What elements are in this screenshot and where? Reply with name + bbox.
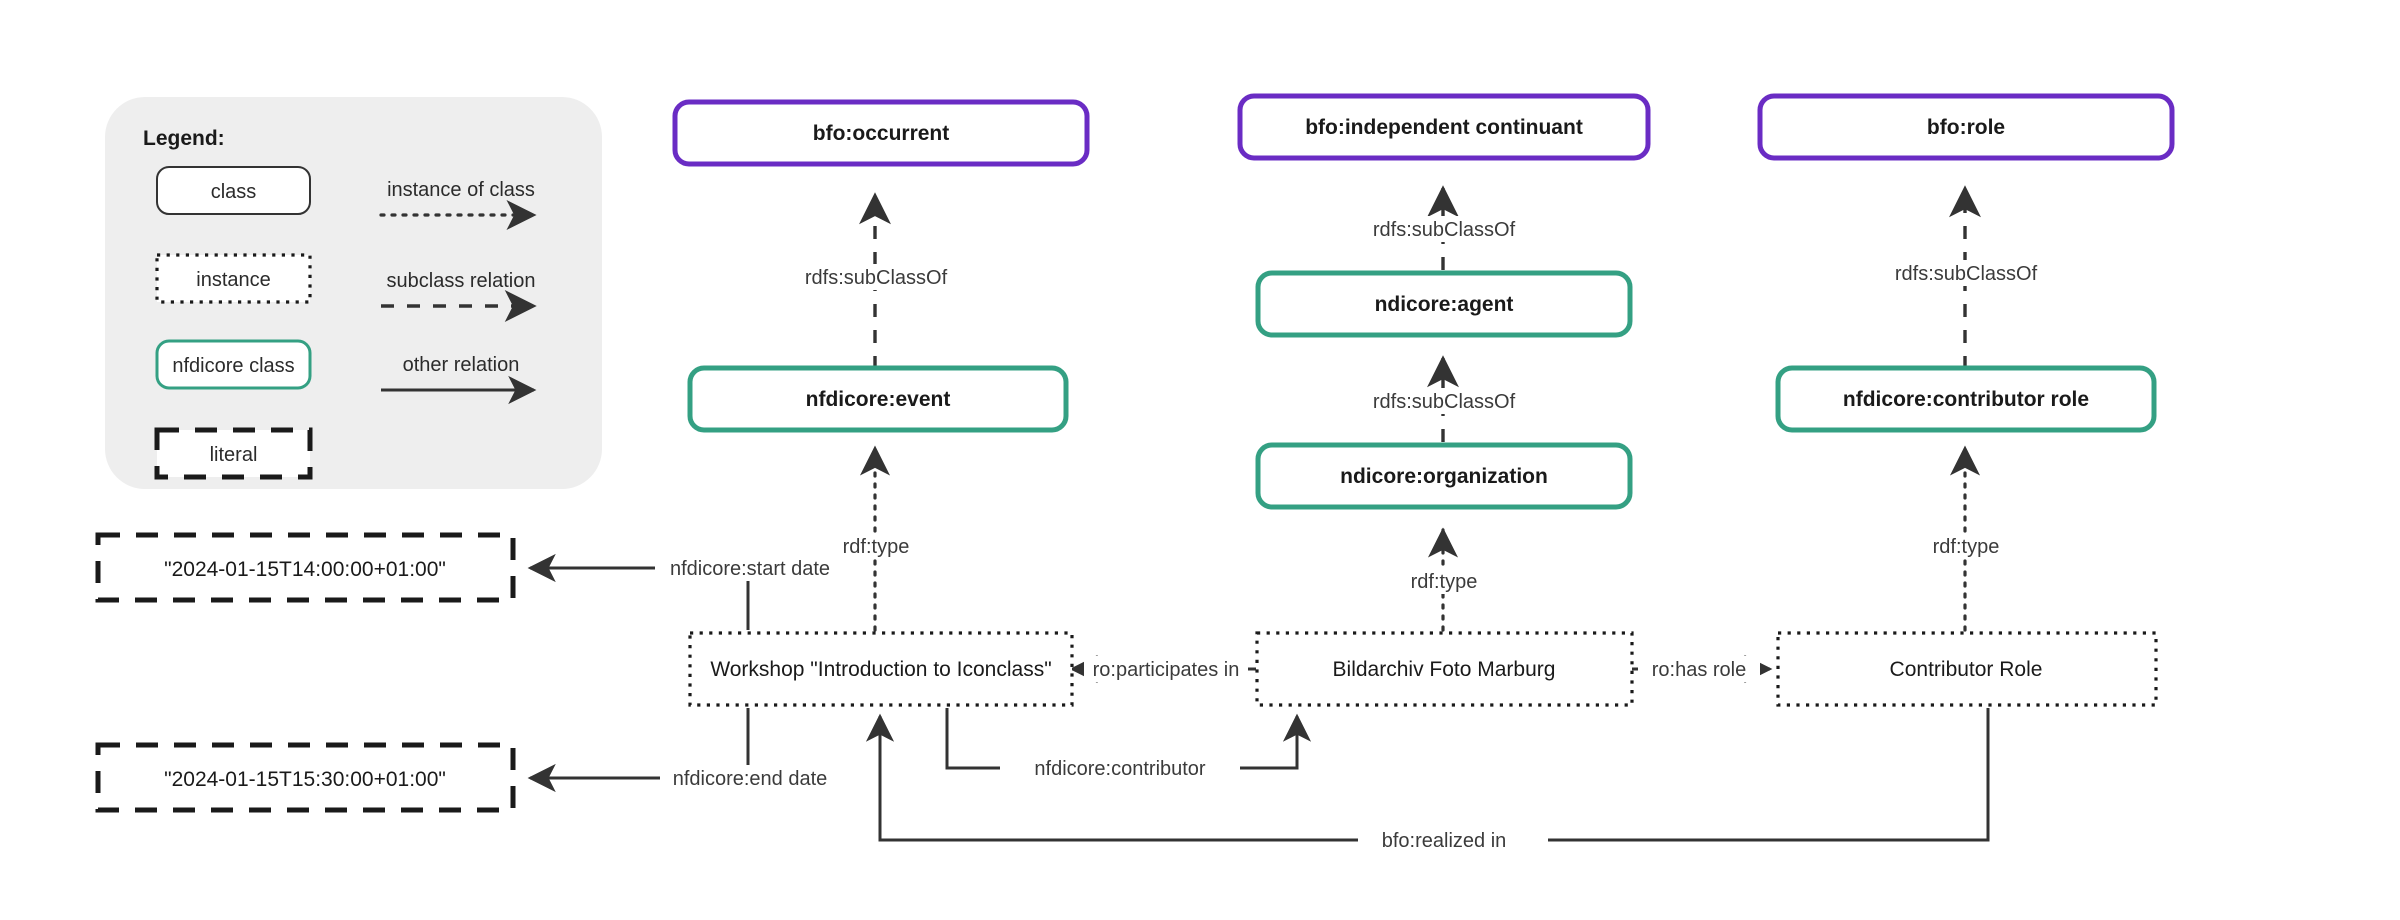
contributor-role-instance-label: Contributor Role (1890, 658, 2043, 681)
edge-label-start-date: nfdicore:start date (670, 558, 830, 580)
edge-label-subclass-organization: rdfs:subClassOf (1373, 391, 1516, 413)
bfo-role-label: bfo:role (1927, 116, 2005, 139)
edge-label-backdrop (790, 264, 962, 290)
node-workshop-instance[interactable]: Workshop "Introduction to Iconclass" (688, 631, 1074, 707)
edge-label-participates-in: ro:participates in (1093, 659, 1240, 681)
end-date-literal-label: "2024-01-15T15:30:00+01:00" (164, 768, 446, 791)
nfdicore-contributor-role-box[interactable] (1775, 365, 2157, 433)
contributor-role-instance-box[interactable] (1776, 631, 2158, 707)
node-bfo-occurrent[interactable]: bfo:occurrent (672, 99, 1090, 167)
legend-edge-other: other relation (381, 354, 537, 405)
bfo-independent-continuant-label: bfo:independent continuant (1305, 116, 1583, 139)
legend-shape-class: class (156, 166, 311, 215)
nfdicore-event-label: nfdicore:event (806, 388, 951, 411)
start-date-literal-label: "2024-01-15T14:00:00+01:00" (164, 558, 446, 581)
edge-label-backdrop (1386, 568, 1504, 594)
legend-class-box (156, 166, 311, 215)
edge-label-subclass-contributorrole: rdfs:subClassOf (1895, 263, 2038, 285)
bfo-independent-continuant-box[interactable] (1237, 93, 1651, 161)
edge-label-backdrop (1880, 260, 2052, 286)
edge-label-subclass-event: rdfs:subClassOf (805, 267, 948, 289)
workshop-instance-box[interactable] (688, 631, 1074, 707)
nfdicore-event-box[interactable] (687, 365, 1069, 433)
ndicore-agent-box[interactable] (1255, 270, 1633, 338)
node-contributor-role-instance[interactable]: Contributor Role (1776, 631, 2158, 707)
legend-instance-box (155, 253, 312, 304)
edge-label-backdrop (655, 555, 845, 581)
edge-label-backdrop (1358, 216, 1530, 242)
node-bfo-role[interactable]: bfo:role (1757, 93, 2175, 161)
legend-title: Legend: (143, 127, 225, 150)
edge-label-subclass-agent: rdfs:subClassOf (1373, 219, 1516, 241)
legend-literal-label: literal (210, 444, 258, 466)
legend-nfdicore-label: nfdicore class (172, 355, 294, 377)
ndicore-agent-label: ndicore:agent (1375, 293, 1514, 316)
edge-label-backdrop (1638, 656, 1760, 682)
ndicore-organization-box[interactable] (1255, 442, 1633, 510)
legend-nfdicore-box (155, 339, 312, 390)
bfo-occurrent-box[interactable] (672, 99, 1090, 167)
legend-edge-instance-of-class: instance of class (379, 179, 537, 231)
bildarchiv-instance-label: Bildarchiv Foto Marburg (1333, 658, 1556, 681)
end-date-literal-box[interactable] (95, 742, 516, 813)
edge-label-type-bildarchiv: rdf:type (1411, 571, 1478, 593)
node-ndicore-organization[interactable]: ndicore:organization (1255, 442, 1633, 510)
legend-edge-other-label: other relation (403, 354, 520, 376)
edge-label-backdrop (1000, 755, 1240, 781)
legend-shape-nfdicore-class: nfdicore class (155, 339, 312, 390)
legend-instance-label: instance (196, 269, 271, 291)
legend-shape-literal: literal (154, 427, 313, 480)
legend-edge-instance-label: instance of class (387, 179, 535, 201)
legend-panel: Legend: class instance nfdicore class li… (105, 97, 602, 489)
edge-label-contributor: nfdicore:contributor (1034, 758, 1206, 780)
legend-edge-subclass-label: subclass relation (387, 270, 536, 292)
workshop-instance-label: Workshop "Introduction to Iconclass" (710, 658, 1051, 681)
legend-literal-box (154, 427, 313, 480)
nfdicore-contributor-role-label: nfdicore:contributor role (1843, 388, 2089, 411)
edge-label-backdrop (1908, 533, 2026, 559)
node-start-date-literal[interactable]: "2024-01-15T14:00:00+01:00" (95, 532, 516, 603)
edge-label-end-date: nfdicore:end date (673, 768, 828, 790)
node-nfdicore-event[interactable]: nfdicore:event (687, 365, 1069, 433)
bfo-occurrent-label: bfo:occurrent (813, 122, 950, 145)
edge-label-type-contributorrole: rdf:type (1933, 536, 2000, 558)
node-nfdicore-contributor-role[interactable]: nfdicore:contributor role (1775, 365, 2157, 433)
node-ndicore-agent[interactable]: ndicore:agent (1255, 270, 1633, 338)
edge-label-backdrop (660, 765, 840, 791)
node-bfo-independent-continuant[interactable]: bfo:independent continuant (1237, 93, 1651, 161)
edge-label-realized-in: bfo:realized in (1382, 830, 1507, 852)
edge-label-backdrop (1358, 827, 1548, 853)
ndicore-organization-label: ndicore:organization (1340, 465, 1548, 488)
legend-class-label: class (211, 181, 257, 203)
node-end-date-literal[interactable]: "2024-01-15T15:30:00+01:00" (95, 742, 516, 813)
legend-shape-instance: instance (155, 253, 312, 304)
bildarchiv-instance-box[interactable] (1255, 631, 1634, 707)
edge-label-has-role: ro:has role (1652, 659, 1747, 681)
node-bildarchiv-instance[interactable]: Bildarchiv Foto Marburg (1255, 631, 1634, 707)
edge-label-backdrop (1084, 656, 1248, 682)
edge-label-type-workshop: rdf:type (843, 536, 910, 558)
edge-label-backdrop (1358, 388, 1530, 414)
legend-edge-subclass: subclass relation (381, 270, 537, 322)
edge-label-backdrop (818, 533, 936, 559)
bfo-role-box[interactable] (1757, 93, 2175, 161)
start-date-literal-box[interactable] (95, 532, 516, 603)
